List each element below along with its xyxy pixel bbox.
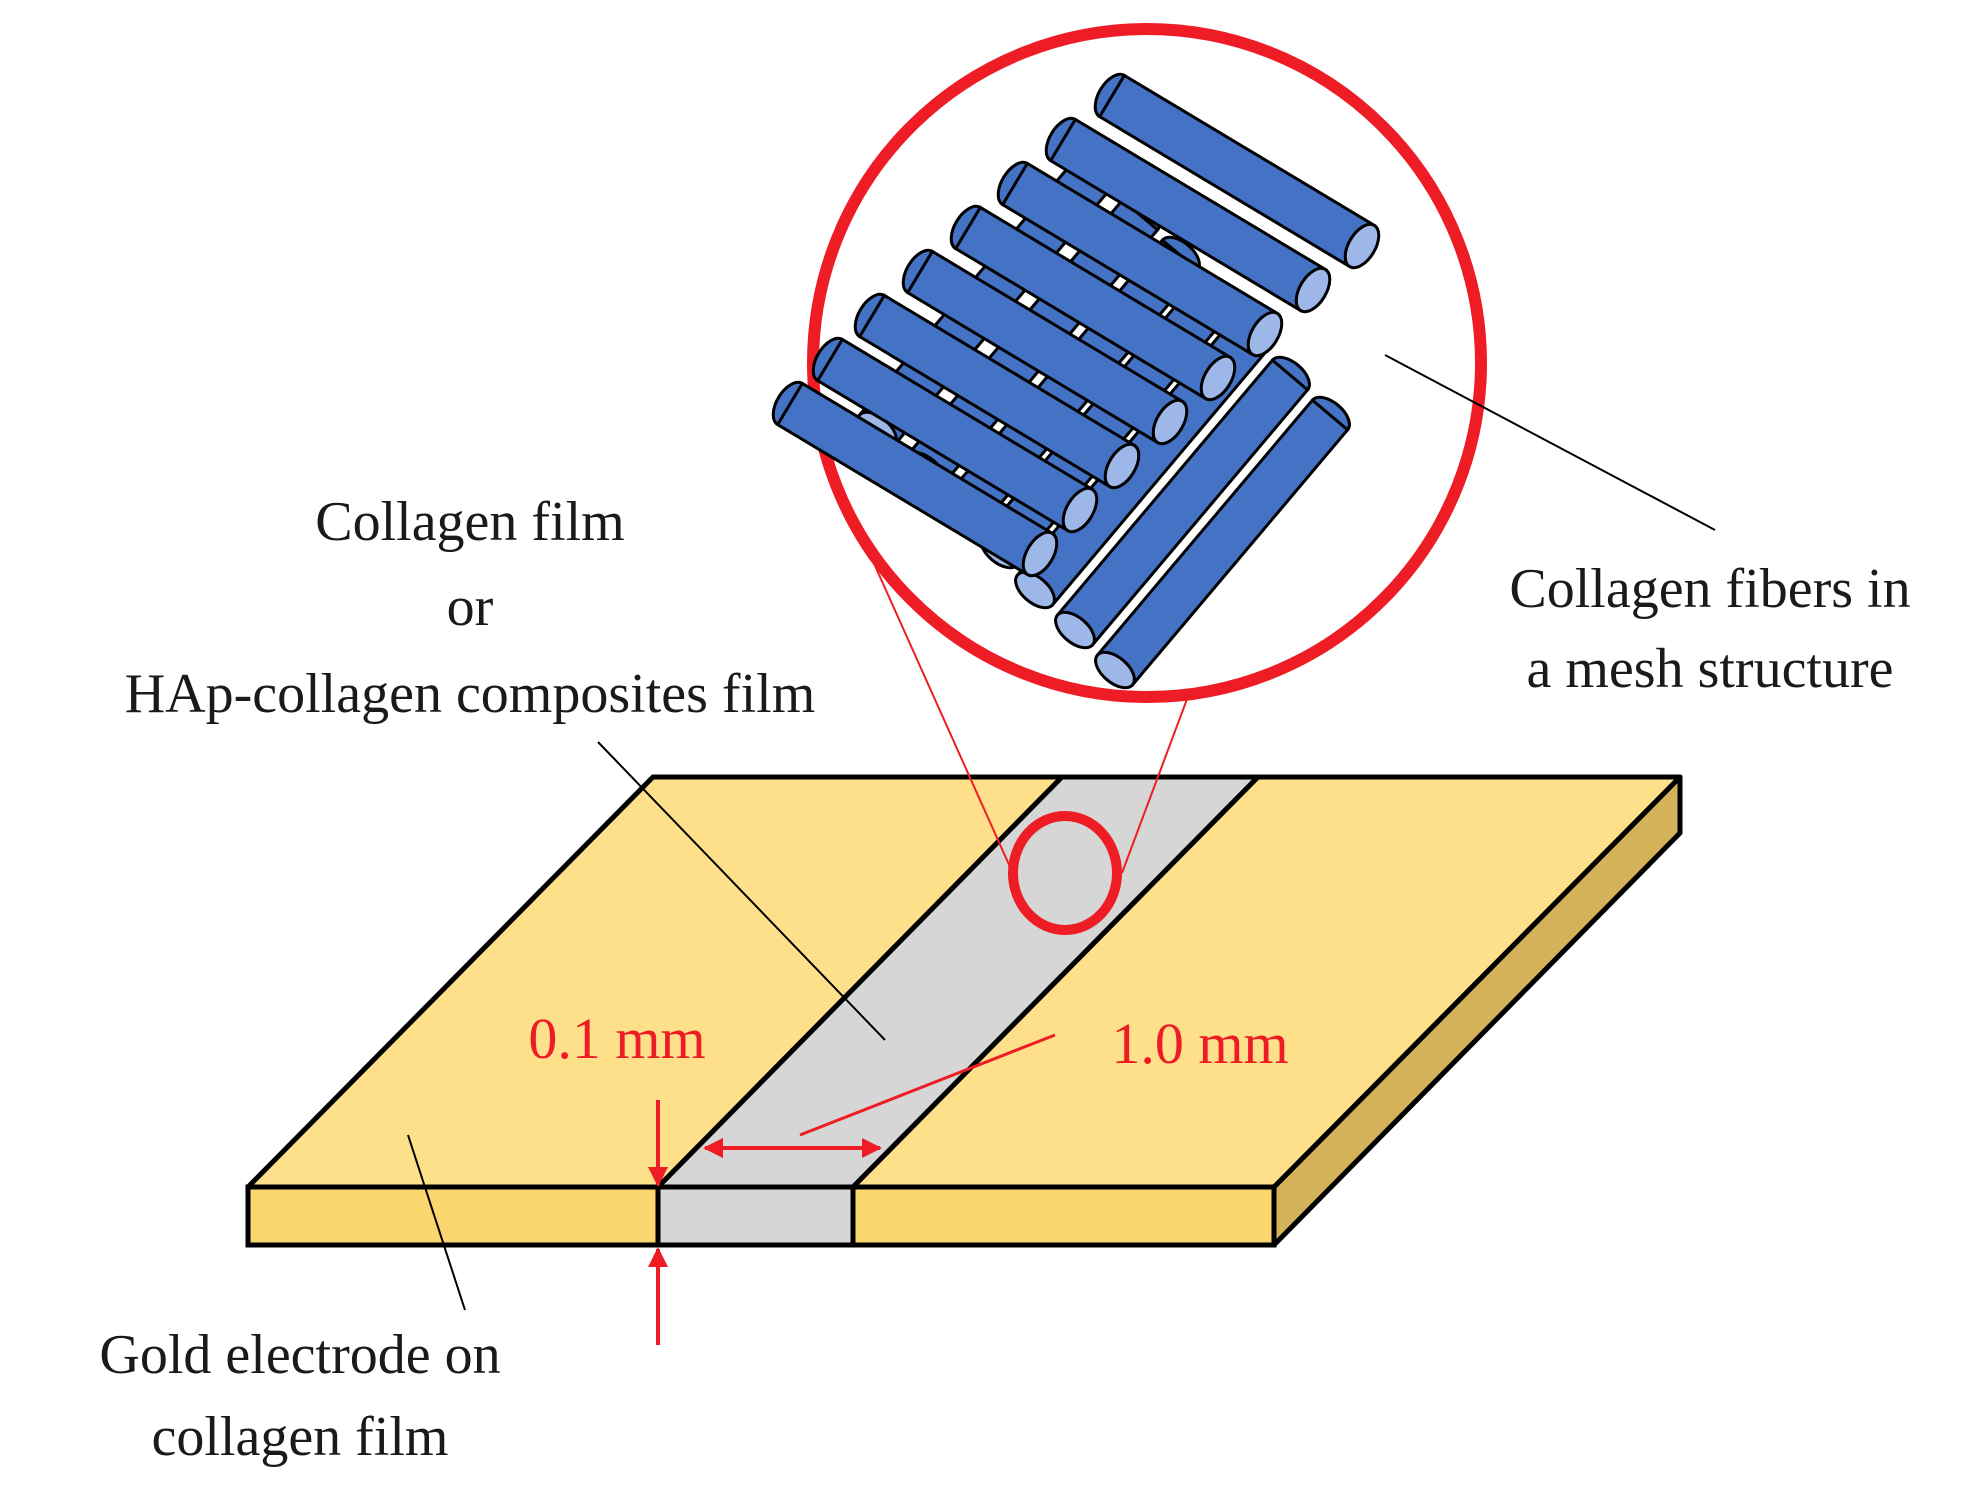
- leader-lines: [407, 354, 1716, 1311]
- film-leader-line: [597, 741, 886, 1041]
- magnifier: [771, 23, 1487, 935]
- zoom-guide-left: [858, 529, 1016, 879]
- fiber-front-7: [811, 336, 1099, 534]
- fiber-front-2: [1044, 116, 1332, 314]
- thickness-label: 0.1 mm: [528, 1006, 705, 1071]
- fiber-front-4: [949, 204, 1237, 402]
- fibers-label-line1: Collagen fibers in: [1509, 558, 1910, 620]
- electrode-assembly: [245, 774, 1683, 1248]
- fibers-label-line2: a mesh structure: [1527, 638, 1894, 700]
- film-label-line1: Collagen film: [315, 491, 625, 553]
- collagen-fiber-mesh: [771, 72, 1381, 690]
- dimension-markers: [648, 1033, 1056, 1345]
- gap-width-leader: [799, 1033, 1056, 1137]
- left-gold-electrode-front: [245, 1184, 661, 1248]
- right-gold-electrode-front: [850, 1184, 1277, 1248]
- electrode-label-line2: collagen film: [151, 1406, 448, 1468]
- fiber-front-5: [901, 248, 1189, 446]
- fiber-back-6: [1054, 355, 1311, 650]
- text-labels: Collagen film or HAp-collagen composites…: [99, 491, 1910, 1468]
- fiber-front-1: [1093, 72, 1381, 270]
- film-label-line3: HAp-collagen composites film: [125, 663, 816, 725]
- fibers-leader-line: [1384, 354, 1716, 531]
- gap-width-label: 1.0 mm: [1111, 1011, 1288, 1076]
- electrode-label-line1: Gold electrode on: [99, 1324, 500, 1386]
- film-label-line2: or: [447, 576, 494, 638]
- fiber-front-8: [771, 380, 1059, 578]
- fiber-back-7: [1094, 395, 1351, 690]
- collagen-film-front: [655, 1184, 856, 1248]
- electrode-leader-line: [407, 1134, 466, 1311]
- fiber-front-3: [996, 160, 1284, 358]
- zoom-source-ring: [1008, 811, 1122, 935]
- fiber-front-6: [853, 292, 1141, 490]
